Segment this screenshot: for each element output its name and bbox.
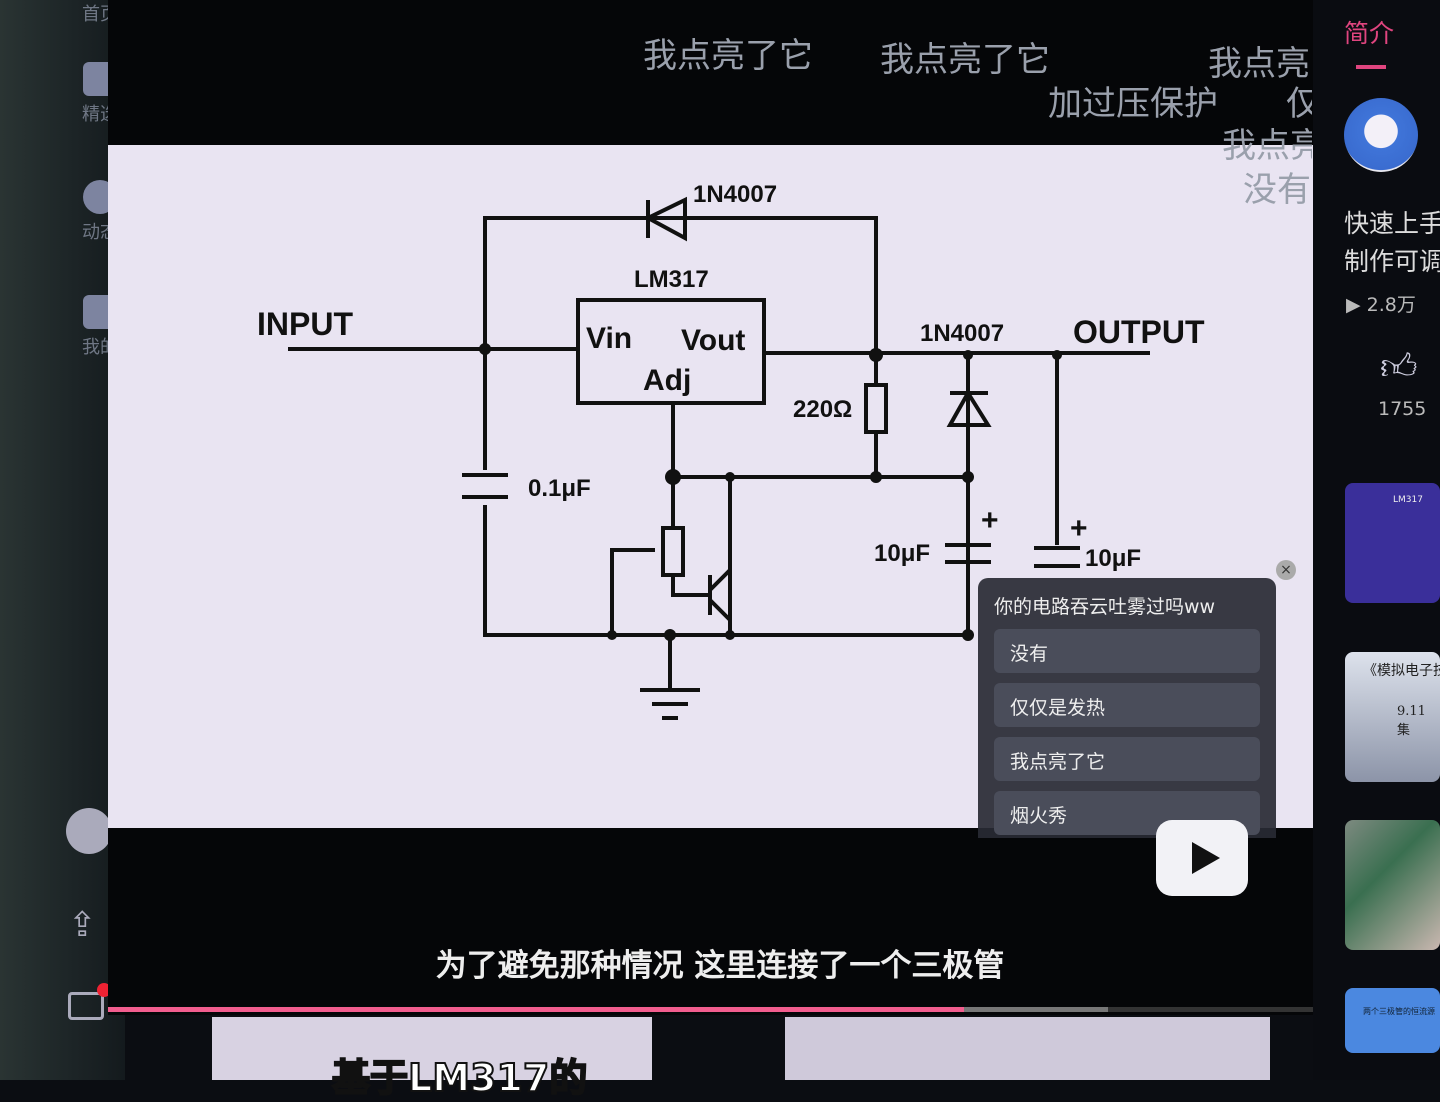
poll-option[interactable]: 仅仅是发热: [994, 683, 1260, 727]
subtitle: 为了避免那种情况 这里连接了一个三极管: [435, 948, 1005, 984]
vin-label: Vin: [586, 322, 633, 355]
like-icon[interactable]: 👍︎: [1380, 347, 1418, 388]
notification-badge: [97, 983, 111, 997]
capacitor-0-1uf: [462, 473, 508, 499]
adj-label: Adj: [643, 364, 692, 397]
poll-option[interactable]: 没有: [994, 629, 1260, 673]
video-title: 快速上手制作可调: [1344, 205, 1440, 281]
ground-icon: [640, 688, 700, 720]
bottom-thumbnail[interactable]: 基于LM317的: [212, 1017, 652, 1101]
mail-icon[interactable]: [68, 983, 111, 1020]
progress-played: [108, 1007, 964, 1012]
danmaku: 我点亮: [1208, 44, 1310, 84]
thumb-text: 《模拟电子技: [1363, 663, 1440, 679]
resistor-label: 220Ω: [793, 396, 853, 423]
danmaku: 没有: [1243, 170, 1311, 210]
views-value: 2.8万: [1366, 294, 1416, 316]
plus-label: +: [981, 504, 999, 537]
like-count: 1755: [1378, 398, 1427, 420]
diode2-label: 1N4007: [920, 320, 1005, 347]
poll-option[interactable]: 烟火秀: [994, 791, 1260, 835]
poll-option[interactable]: 我点亮了它: [994, 737, 1260, 781]
poll-overlay: 你的电路吞云吐雾过吗ww 没有 仅仅是发热 我点亮了它 烟火秀: [978, 578, 1276, 838]
capacitor-10uf-a: [945, 543, 991, 564]
poll-close-button[interactable]: ×: [1276, 560, 1296, 580]
cap3-label: 10μF: [1085, 545, 1142, 572]
thumb-text: 9.11 集: [1397, 704, 1426, 738]
diode-right-icon: [946, 389, 992, 427]
danmaku: 我点亮了它: [880, 40, 1050, 80]
upload-icon[interactable]: ⇪: [68, 905, 97, 945]
user-avatar[interactable]: [66, 808, 112, 854]
bottom-thumbnail[interactable]: [785, 1017, 1270, 1080]
danmaku: 仅: [1286, 84, 1312, 124]
thumb-text: LM317: [1393, 495, 1423, 505]
output-label: OUTPUT: [1073, 314, 1205, 350]
related-thumbnail[interactable]: LM317: [1345, 483, 1440, 603]
view-count: ▶︎ 2.8万: [1346, 290, 1416, 317]
cap1-label: 0.1μF: [528, 475, 591, 502]
lm317-box: [576, 298, 766, 405]
plus-label: +: [1070, 512, 1088, 545]
progress-bar[interactable]: [108, 1007, 1313, 1012]
danmaku: 加过压保护: [1048, 84, 1218, 124]
bilibili-play-icon[interactable]: [1156, 820, 1248, 896]
capacitor-10uf-b: [1034, 546, 1080, 568]
diode-top-icon: [643, 196, 687, 242]
related-thumbnail[interactable]: 两个三极管的恒流源: [1345, 988, 1440, 1053]
potentiometer: [661, 526, 685, 577]
uploader-avatar[interactable]: [1344, 98, 1418, 172]
junctions: [479, 343, 1062, 641]
play-icon: ▶︎: [1346, 294, 1361, 316]
title-line: 制作可调: [1344, 247, 1440, 276]
related-thumbnail[interactable]: [1345, 820, 1440, 950]
tab-intro[interactable]: 简介: [1344, 19, 1395, 48]
resistor-220: [864, 383, 888, 434]
regulator-label: LM317: [634, 266, 709, 293]
related-thumbnail[interactable]: 《模拟电子技 9.11 集: [1345, 652, 1440, 782]
vout-label: Vout: [681, 324, 746, 357]
danmaku: 我点亮: [1222, 126, 1312, 166]
danmaku: 我点亮了它: [643, 36, 813, 76]
title-line: 快速上手: [1344, 209, 1440, 238]
left-sidebar: 首页 精选 动态 我的 ⇪: [0, 0, 125, 1080]
transistor: [708, 568, 732, 622]
diode1-label: 1N4007: [693, 181, 778, 208]
tab-indicator: [1356, 65, 1386, 69]
cap2-label: 10μF: [874, 540, 931, 567]
thumb-text: 两个三极管的恒流源: [1363, 1007, 1435, 1016]
poll-question: 你的电路吞云吐雾过吗ww: [994, 596, 1216, 618]
input-label: INPUT: [257, 306, 353, 342]
thumbnail-title: 基于LM317的: [331, 1055, 588, 1101]
